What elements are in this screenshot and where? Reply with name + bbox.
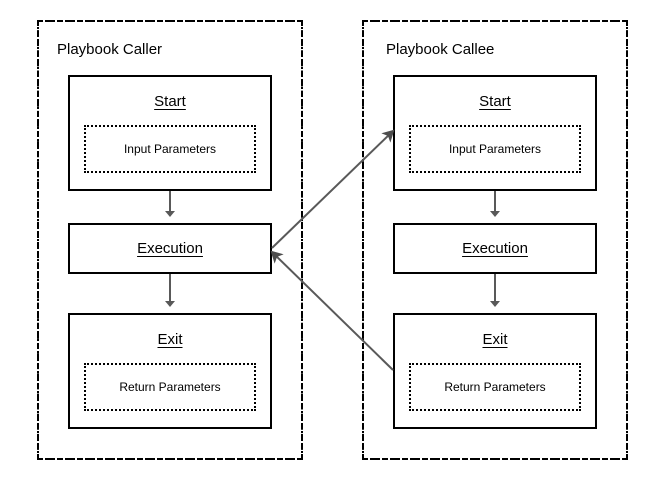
node-callee-start-title: Start bbox=[479, 93, 511, 110]
param-label-callee-exit: Return Parameters bbox=[444, 379, 546, 394]
node-callee-exit[interactable]: Exit Return Parameters bbox=[393, 313, 597, 429]
node-callee-execution[interactable]: Execution bbox=[393, 223, 597, 274]
node-caller-exit[interactable]: Exit Return Parameters bbox=[68, 313, 272, 429]
node-caller-execution-title: Execution bbox=[137, 239, 203, 257]
node-caller-execution[interactable]: Execution bbox=[68, 223, 272, 274]
param-label-caller-exit: Return Parameters bbox=[119, 379, 221, 394]
param-box-caller-start: Input Parameters bbox=[84, 125, 256, 173]
node-callee-execution-title: Execution bbox=[462, 239, 528, 257]
container-title-playbook-caller: Playbook Caller bbox=[57, 41, 163, 58]
container-title-playbook-callee: Playbook Callee bbox=[386, 41, 495, 58]
param-box-callee-start: Input Parameters bbox=[409, 125, 581, 173]
param-label-caller-start: Input Parameters bbox=[123, 141, 217, 156]
node-callee-start[interactable]: Start Input Parameters bbox=[393, 75, 597, 191]
node-caller-start[interactable]: Start Input Parameters bbox=[68, 75, 272, 191]
node-callee-exit-title: Exit bbox=[482, 331, 508, 348]
param-box-callee-exit: Return Parameters bbox=[409, 363, 581, 411]
param-box-caller-exit: Return Parameters bbox=[84, 363, 256, 411]
node-caller-exit-title: Exit bbox=[157, 331, 183, 348]
node-caller-start-title: Start bbox=[154, 93, 186, 110]
param-label-callee-start: Input Parameters bbox=[448, 141, 542, 156]
